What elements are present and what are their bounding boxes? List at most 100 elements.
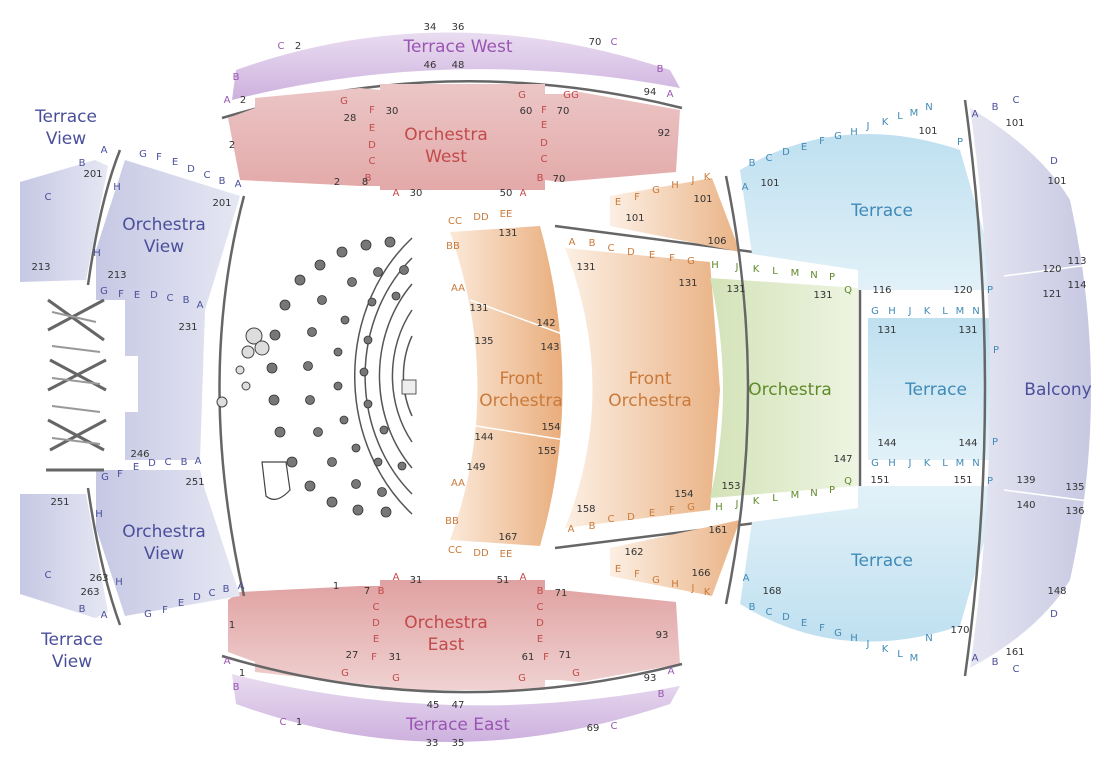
seat-label-oe-13: D xyxy=(536,618,544,629)
seat-label-fo1-14: AA xyxy=(451,478,465,489)
seat-label-fo2-10: 154 xyxy=(674,489,693,500)
seat-label-ow-6: D xyxy=(368,140,376,151)
seat-label-balc-13: 136 xyxy=(1065,506,1084,517)
seat-label-ov_bot-10: H xyxy=(95,509,103,520)
seat-label-fo1-7: 142 xyxy=(536,318,555,329)
terrace-view-bottom-rail xyxy=(86,487,122,626)
seat-label-balc-0: A xyxy=(972,109,979,120)
balcony-section[interactable] xyxy=(970,108,1091,668)
balcony-divider-1 xyxy=(1003,263,1097,277)
seat-label-terr_bot-23: K xyxy=(882,644,889,655)
seat-label-tv-2: 201 xyxy=(83,169,102,180)
seat-label-terr_top-26: 131 xyxy=(877,325,896,336)
seat-label-ov_bot-11: 263 xyxy=(89,573,108,584)
seat-label-fo1-13: 149 xyxy=(466,462,485,473)
seat-label-oe-22: 93 xyxy=(656,630,669,641)
seat-label-balc-9: 114 xyxy=(1067,280,1086,291)
seat-label-orch-1: J xyxy=(735,262,739,273)
seat-label-terr_top-17: 120 xyxy=(953,285,972,296)
front-orchestra-top-wing[interactable] xyxy=(610,178,740,252)
seat-label-ov_top-9: 213 xyxy=(107,270,126,281)
seat-label-fo1-10: 144 xyxy=(474,432,493,443)
seat-label-ov_bot-5: C xyxy=(165,457,172,468)
orchestra-view-top-section[interactable] xyxy=(96,160,240,460)
terrace-middle-section[interactable] xyxy=(868,318,1006,460)
seat-label-terr_bot-9: N xyxy=(972,458,979,469)
seat-label-fo2-11: A xyxy=(568,524,575,535)
seat-label-oe-10: F xyxy=(371,652,377,663)
terrace-view-bottom-section[interactable] xyxy=(20,494,108,618)
seat-label-terr_bot-26: N xyxy=(925,633,932,644)
front-orchestra-right-section[interactable] xyxy=(565,248,720,528)
seat-label-fo2-3: D xyxy=(627,247,635,258)
seat-label-fo1-11: 154 xyxy=(541,422,560,433)
seat-label-fo2-5: F xyxy=(669,253,675,264)
orchestra-east-section[interactable] xyxy=(228,580,680,690)
seat-label-ov_bot-13: G xyxy=(144,609,152,620)
seat-label-oe-17: 1 xyxy=(229,620,235,631)
seat-label-terr_top-0: B xyxy=(749,158,756,169)
orchestra-west-section[interactable] xyxy=(228,84,680,190)
seat-label-terr_bot-19: F xyxy=(819,623,825,634)
front-orchestra-right-name-2: Orchestra xyxy=(608,391,692,411)
seat-label-orch-0: H xyxy=(711,260,719,271)
seat-label-terr_bot-4: H xyxy=(888,458,896,469)
seat-label-oe-18: 27 xyxy=(346,650,359,661)
seat-label-oe-2: 31 xyxy=(410,575,423,586)
seat-label-terr_top-24: M xyxy=(956,306,965,317)
seat-label-balc-16: 161 xyxy=(1005,647,1024,658)
seat-label-terr_top-28: P xyxy=(993,345,999,356)
seat-label-ov_top-2: E xyxy=(172,157,178,168)
terrace-view-top-name-1: Terrace xyxy=(34,107,97,127)
seat-label-ow-2: G xyxy=(563,90,571,101)
terrace-bottom-name: Terrace xyxy=(850,551,913,571)
seat-label-tv-3: C xyxy=(45,192,52,203)
terrace-west-section[interactable] xyxy=(232,32,680,101)
seat-label-orch-10: 153 xyxy=(721,481,740,492)
front-orchestra-right-name-1: Front xyxy=(629,369,672,389)
seat-label-ow-24: F xyxy=(541,105,547,116)
seat-label-oe-20: 61 xyxy=(522,652,535,663)
seat-label-tw-1: 36 xyxy=(452,22,465,33)
front-orchestra-left-name-2: Orchestra xyxy=(479,391,563,411)
seat-label-terr_bot-10: 151 xyxy=(870,475,889,486)
front-orchestra-left-divider-1 xyxy=(469,299,566,336)
orchestra-east-name-1: Orchestra xyxy=(404,613,488,633)
seat-label-ow-3: 28 xyxy=(344,113,357,124)
seat-label-tw-4: 2 xyxy=(295,41,301,52)
terrace-top-section[interactable] xyxy=(740,134,1000,290)
stage-seats xyxy=(266,236,417,518)
terrace-east-section[interactable] xyxy=(232,674,680,742)
seat-label-oe-3: 51 xyxy=(497,575,510,586)
seat-label-orch-7: Q xyxy=(844,285,852,296)
organ-icon xyxy=(46,298,107,472)
seat-label-te-8: C xyxy=(280,717,287,728)
seat-label-ov_top-11: G xyxy=(100,286,108,297)
terrace-bottom-section[interactable] xyxy=(740,486,1000,642)
seat-label-ov_top-1: F xyxy=(156,152,162,163)
seat-label-tw-6: 70 xyxy=(589,37,602,48)
seat-label-tw-3: 48 xyxy=(452,60,465,71)
front-orchestra-bottom-wing[interactable] xyxy=(610,520,740,596)
seat-label-ov_bot-4: D xyxy=(148,458,156,469)
seat-label-balc-18: B xyxy=(992,657,999,668)
stage-area xyxy=(354,237,413,515)
terrace-view-top-section[interactable] xyxy=(20,160,108,282)
seat-label-orch-3: L xyxy=(772,266,778,277)
seat-label-fo_side-4: J xyxy=(691,175,695,186)
seat-label-terr_top-15: P xyxy=(957,137,963,148)
orchestra-view-bottom-section[interactable] xyxy=(96,470,240,616)
seat-label-fo2-15: E xyxy=(649,508,655,519)
seat-label-fo2-17: G xyxy=(687,502,695,513)
seat-label-ov_bot-3: E xyxy=(133,462,139,473)
seat-label-terr_bot-17: D xyxy=(782,612,790,623)
seat-label-terr_top-1: C xyxy=(766,153,773,164)
seat-label-fo1-3: 131 xyxy=(498,228,517,239)
front-orchestra-left-section[interactable] xyxy=(450,226,563,546)
orchestra-view-bottom-name-2: View xyxy=(144,544,184,564)
seat-label-fo_side-15: K xyxy=(704,587,711,598)
seat-label-te-0: A xyxy=(224,656,231,667)
seat-label-orch-13: J xyxy=(735,499,739,510)
seat-label-balc-10: 139 xyxy=(1016,475,1035,486)
seat-label-orch-16: M xyxy=(791,490,800,501)
